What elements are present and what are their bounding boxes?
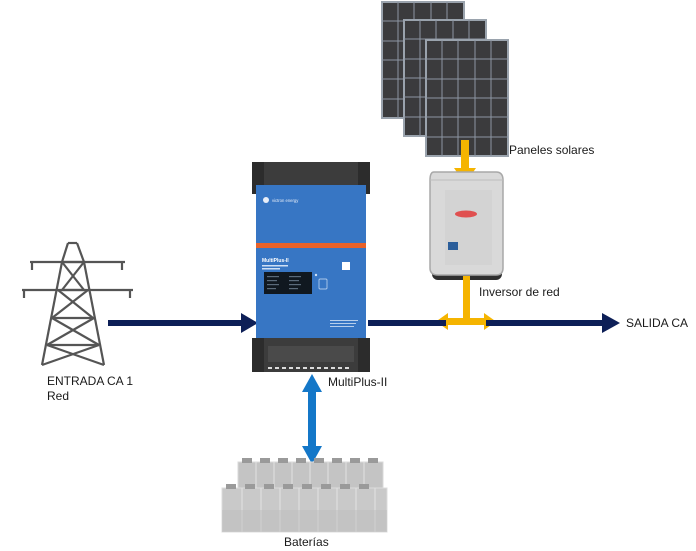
dc-flow-arrow [302,374,322,464]
multiplus-label: MultiPlus-II [328,375,388,389]
battery-bank-icon [221,458,388,533]
ac-output-label: SALIDA CA [626,316,689,330]
ac-output-arrow [368,313,620,333]
ac-input-label: ENTRADA CA 1 [47,374,134,388]
brand-logo: victron energy [272,198,299,203]
transmission-tower-icon [22,241,133,367]
solar-panels-label: Paneles solares [509,143,595,157]
device-model-label: MultiPlus-II [262,258,289,264]
batteries-label: Baterías [284,535,329,549]
multiplus-device: victron energy MultiPlus-II [252,162,370,372]
grid-inverter-icon [429,171,504,280]
ac-input-arrow [108,313,258,333]
grid-inverter-label: Inversor de red [479,285,560,299]
solar-panels-icon [381,1,509,157]
grid-label: Red [47,389,70,403]
